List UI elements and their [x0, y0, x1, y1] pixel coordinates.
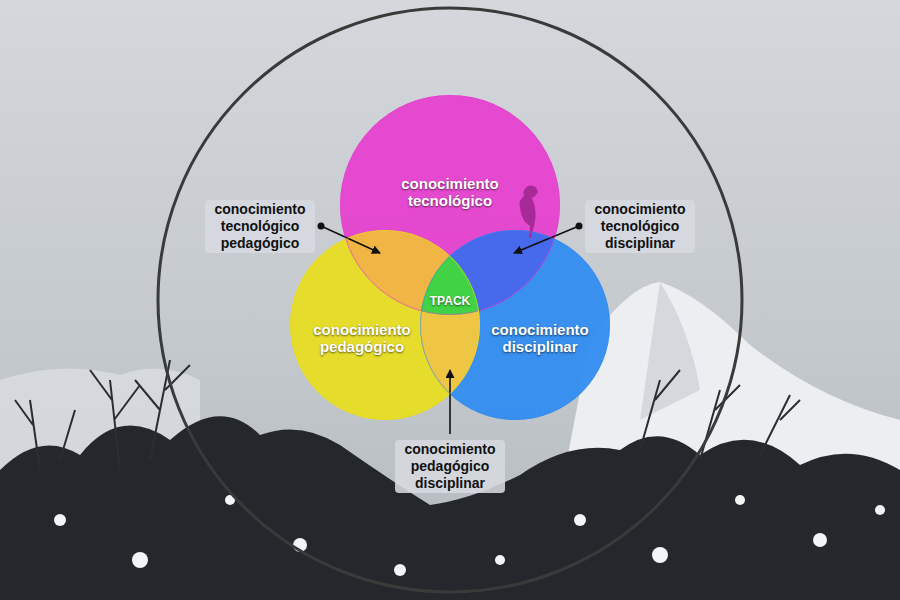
circle-outline	[291, 231, 480, 420]
circle-label: conocimiento pedagógico	[303, 321, 421, 356]
tpack-region: TPACK	[423, 292, 477, 312]
leader-line	[449, 370, 451, 434]
context-circle	[158, 8, 742, 592]
pedagogy-circle: conocimiento pedagógico	[290, 230, 480, 420]
circle-outline	[421, 231, 610, 420]
mountain-shade	[640, 282, 700, 420]
callout-wrap: conocimiento tecnológico disciplinar	[585, 200, 695, 253]
region-outline	[423, 292, 477, 312]
technology-circle: conocimiento tecnológico	[340, 95, 560, 315]
tpack-overlap	[420, 230, 610, 420]
leader-line	[321, 226, 380, 253]
ped-content-overlap	[290, 230, 480, 420]
bird-silhouette	[520, 186, 539, 238]
callout-label: conocimiento pedagógico disciplinar	[395, 440, 505, 493]
callout-label: conocimiento tecnológico disciplinar	[585, 200, 695, 253]
callout-label: conocimiento tecnológico pedagógico	[205, 200, 315, 253]
callout-wrap: conocimiento tecnológico pedagógico	[205, 200, 315, 253]
circle-label: conocimiento tecnológico	[385, 175, 515, 210]
circle-label: conocimiento disciplinar	[481, 321, 599, 356]
circle-outline	[341, 96, 560, 315]
leader-line	[514, 226, 579, 253]
callout-wrap: conocimiento pedagógico disciplinar	[395, 440, 505, 493]
region-label: TPACK	[430, 295, 470, 309]
snow-patches	[54, 495, 885, 576]
content-circle: conocimiento disciplinar	[420, 230, 610, 420]
